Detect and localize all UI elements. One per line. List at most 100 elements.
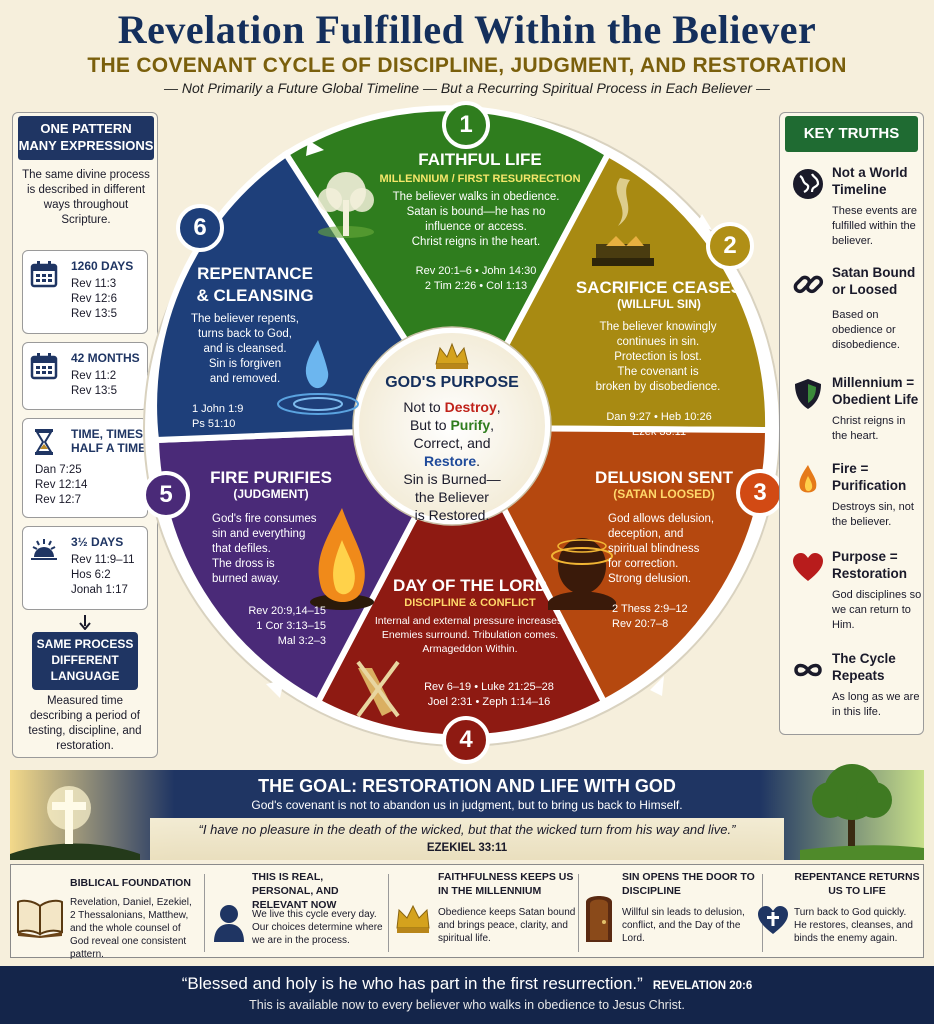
door-icon <box>586 896 612 942</box>
ref: Rev 11:9–11 <box>71 554 135 566</box>
chain-link-icon <box>793 275 824 294</box>
ref: Jonah 1:17 <box>71 584 128 596</box>
key-truth-title: Millennium = Obedient Life <box>832 375 919 407</box>
water-drop-icon <box>277 340 359 415</box>
step-badge-6 <box>176 204 224 252</box>
sunrise-icon <box>31 539 57 560</box>
left-heading-line1: ONE PATTERN <box>40 121 132 136</box>
page-subtitle: THE COVENANT CYCLE OF DISCIPLINE, JUDGME… <box>87 54 847 77</box>
time-refs: Rev 11:9–11 Hos 6:2 Jonah 1:17 <box>71 553 135 598</box>
time-label: TIME, TIMES, HALF A TIME <box>71 427 147 455</box>
page-title: Revelation Fulfilled Within the Believer <box>117 7 817 52</box>
same-heading-line1: SAME PROCESS <box>36 637 134 651</box>
key-truth-title: The Cycle Repeats <box>832 651 896 683</box>
time-refs: Rev 11:3 Rev 12:6 Rev 13:5 <box>71 277 117 322</box>
cycle-arrow <box>266 680 284 698</box>
info-column-sin-opens-door: SIN OPENS THE DOOR TO DISCIPLINE Willful… <box>584 868 760 954</box>
key-truth-title: Purpose = Restoration <box>832 549 908 581</box>
segment-title: FIRE PURIFIES <box>210 468 332 487</box>
ref: Rev 11:2 <box>71 370 117 382</box>
deceived-head-icon <box>548 538 616 610</box>
info-heading: THIS IS REAL, PERSONAL, AND RELEVANT NOW <box>252 871 339 911</box>
cross-icon <box>47 786 91 844</box>
calendar-icon <box>30 261 58 288</box>
goal-reference: EZEKIEL 33:11 <box>426 842 508 854</box>
globe-icon <box>793 169 823 199</box>
center-circle <box>353 327 551 525</box>
hourglass-icon <box>35 429 53 455</box>
key-truth-title: Fire = Purification <box>832 461 907 493</box>
key-truth-desc: Based on obedience or disobedience. <box>832 309 900 351</box>
tree-icon <box>812 764 892 846</box>
ref: Rev 11:3 <box>71 278 117 290</box>
step-number: 1 <box>459 111 473 138</box>
info-heading: REPENTANCE RETURNS US TO LIFE <box>794 871 920 897</box>
same-heading-line3: LANGUAGE <box>50 669 120 683</box>
time-label: 3½ DAYS <box>71 535 124 549</box>
cycle-arrow <box>650 676 664 696</box>
segment-title: DAY OF THE LORD <box>393 576 547 595</box>
segment-title: REPENTANCE <box>197 264 313 283</box>
time-refs: Dan 7:25 Rev 12:14 Rev 12:7 <box>35 463 87 508</box>
heart-icon <box>793 553 823 581</box>
key-truth-item: Satan Bound or Loosed Based on obedience… <box>786 264 920 360</box>
segment-subtitle: MILLENNIUM / FIRST RESURRECTION <box>379 173 581 185</box>
step-badge-5 <box>142 471 190 519</box>
segment-subtitle: (WILLFUL SIN) <box>617 297 701 311</box>
crossed-swords-icon <box>356 660 400 718</box>
time-box-3-half-days: 3½ DAYS Rev 11:9–11 Hos 6:2 Jonah 1:17 <box>22 526 148 610</box>
right-panel <box>779 112 924 735</box>
key-truth-item: The Cycle Repeats As long as we are in t… <box>786 650 920 726</box>
key-truth-desc: Christ reigns in the heart. <box>832 415 906 442</box>
crown-icon <box>396 904 430 933</box>
person-icon <box>214 905 244 942</box>
segment-title-line2: & CLEANSING <box>196 286 314 305</box>
same-process-description: Measured time describing a period of tes… <box>28 695 142 752</box>
key-truth-desc: These events are fulfilled within the be… <box>832 205 917 247</box>
info-body: Willful sin leads to delusion, conflict,… <box>622 907 745 944</box>
ref: Rev 12:6 <box>71 293 118 305</box>
footer-subtitle: This is available now to every believer … <box>249 998 685 1012</box>
step-number: 4 <box>459 726 473 753</box>
time-box-42-months: 42 MONTHS Rev 11:2 Rev 13:5 <box>22 342 148 410</box>
left-panel-intro: The same divine process is described in … <box>22 169 150 226</box>
step-number: 6 <box>193 214 207 241</box>
goal-banner <box>10 770 924 860</box>
time-label: 42 MONTHS <box>71 351 140 365</box>
ref: Rev 13:5 <box>71 308 118 320</box>
info-column-biblical-foundation: BIBLICAL FOUNDATION Revelation, Daniel, … <box>14 868 202 960</box>
info-body: We live this cycle every day. Our choice… <box>252 909 383 946</box>
goal-subtitle: God's covenant is not to abandon us in j… <box>251 798 683 812</box>
segment-subtitle: (SATAN LOOSED) <box>613 487 715 501</box>
ref: Dan 7:25 <box>35 464 82 476</box>
step-number: 2 <box>723 232 737 259</box>
ref: Rev 12:7 <box>35 494 82 506</box>
center-circle-border <box>352 326 552 526</box>
footer-reference: REVELATION 20:6 <box>652 980 753 992</box>
segment-delusion-sent <box>457 424 772 707</box>
info-body: Obedience keeps Satan bound and brings p… <box>438 907 576 944</box>
step-badge-2 <box>706 222 754 270</box>
goal-title: THE GOAL: RESTORATION AND LIFE WITH GOD <box>258 776 676 796</box>
infinity-icon <box>794 663 822 677</box>
key-truth-title: Not a World Timeline <box>832 165 908 197</box>
open-book-icon <box>17 899 63 938</box>
key-truth-item: Purpose = Restoration God disciplines so… <box>786 548 921 638</box>
tree-icon <box>318 172 374 238</box>
time-label: 1260 DAYS <box>71 259 134 273</box>
ref: Rev 13:5 <box>71 385 118 397</box>
info-column-real-personal: THIS IS REAL, PERSONAL, AND RELEVANT NOW… <box>210 868 386 954</box>
key-truths-heading: KEY TRUTHS <box>785 116 918 152</box>
same-heading-line2: DIFFERENT <box>51 653 119 667</box>
key-truth-item: Not a World Timeline These events are fu… <box>786 164 920 254</box>
page-tagline: — Not Primarily a Future Global Timeline… <box>164 80 770 96</box>
footer-quote: “Blessed and holy is he who has part in … <box>0 974 934 994</box>
shield-icon <box>795 379 821 409</box>
